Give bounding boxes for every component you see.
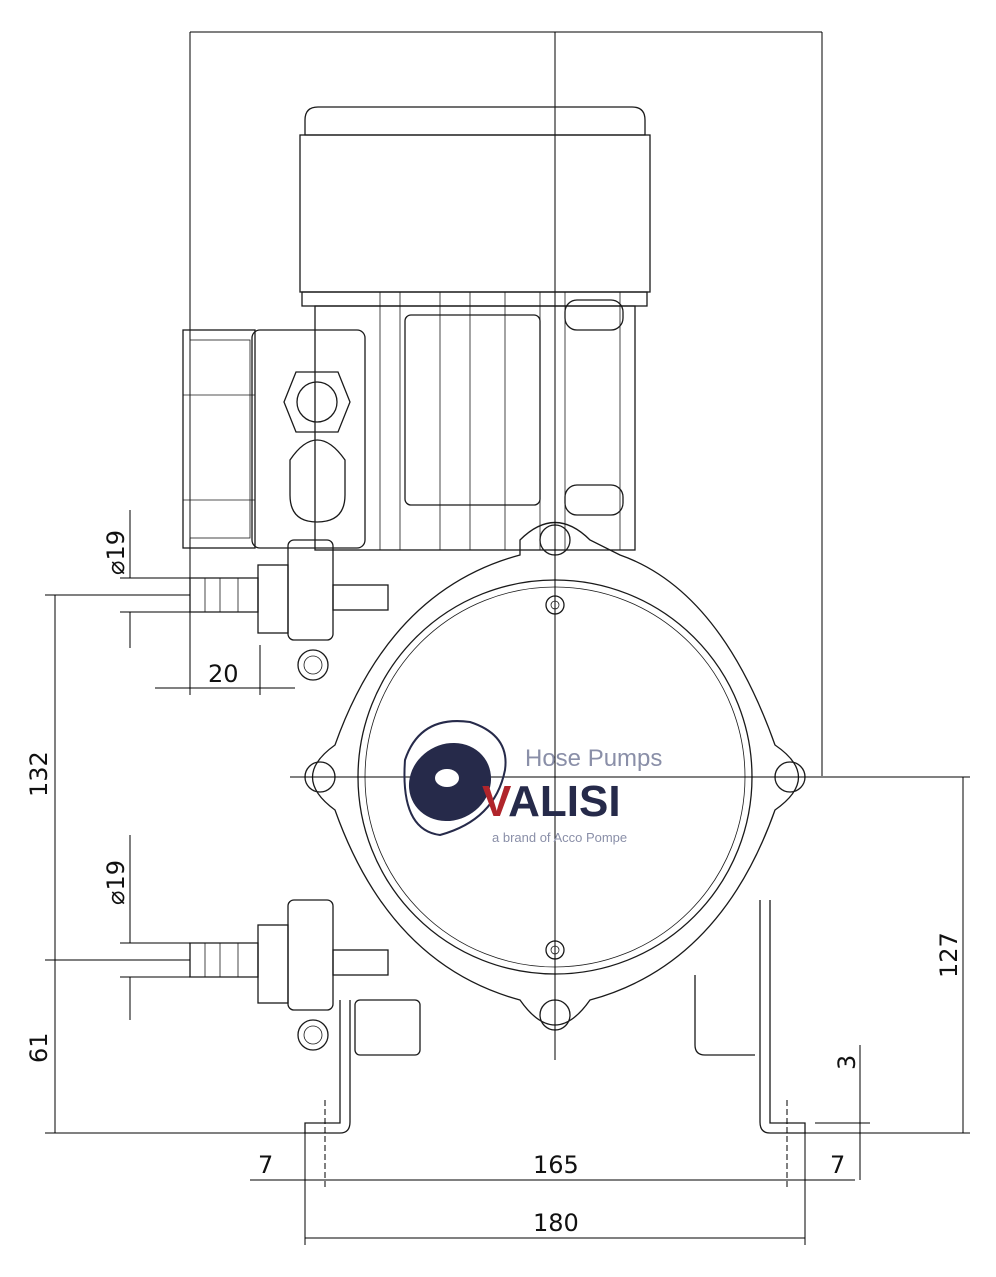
dim-foot-thickness: 3 <box>833 1055 861 1070</box>
reference-lines <box>189 31 970 1060</box>
lower-hose-barb <box>189 899 389 1051</box>
upper-hose-barb <box>189 539 389 681</box>
valisi-logo: Hose Pumps VALISI a brand of Acco Pompe <box>403 720 662 845</box>
mounting-feet <box>304 900 806 1134</box>
junction-box <box>182 329 366 549</box>
logo-subtitle: a brand of Acco Pompe <box>492 830 627 845</box>
pump-housing <box>290 510 970 1060</box>
dimension-lines <box>45 510 970 1245</box>
dim-diameter-bottom: ⌀19 <box>102 860 130 905</box>
dim-port-length: 20 <box>208 660 239 688</box>
dim-center-height: 127 <box>935 932 963 978</box>
dim-port-spacing: 132 <box>25 751 53 797</box>
dim-foot-offset-right: 7 <box>830 1151 845 1179</box>
motor <box>299 106 651 551</box>
dim-foot-hole-spacing: 165 <box>533 1151 579 1179</box>
dim-foot-offset-left: 7 <box>258 1151 273 1179</box>
dimension-labels: ⌀19 ⌀19 20 132 61 127 3 7 165 7 180 <box>25 530 963 1237</box>
dim-diameter-top: ⌀19 <box>102 530 130 575</box>
logo-brand: VALISI <box>482 777 621 826</box>
dim-lower-port-height: 61 <box>25 1032 53 1063</box>
logo-tagline: Hose Pumps <box>525 745 662 772</box>
dim-overall-width: 180 <box>533 1209 579 1237</box>
